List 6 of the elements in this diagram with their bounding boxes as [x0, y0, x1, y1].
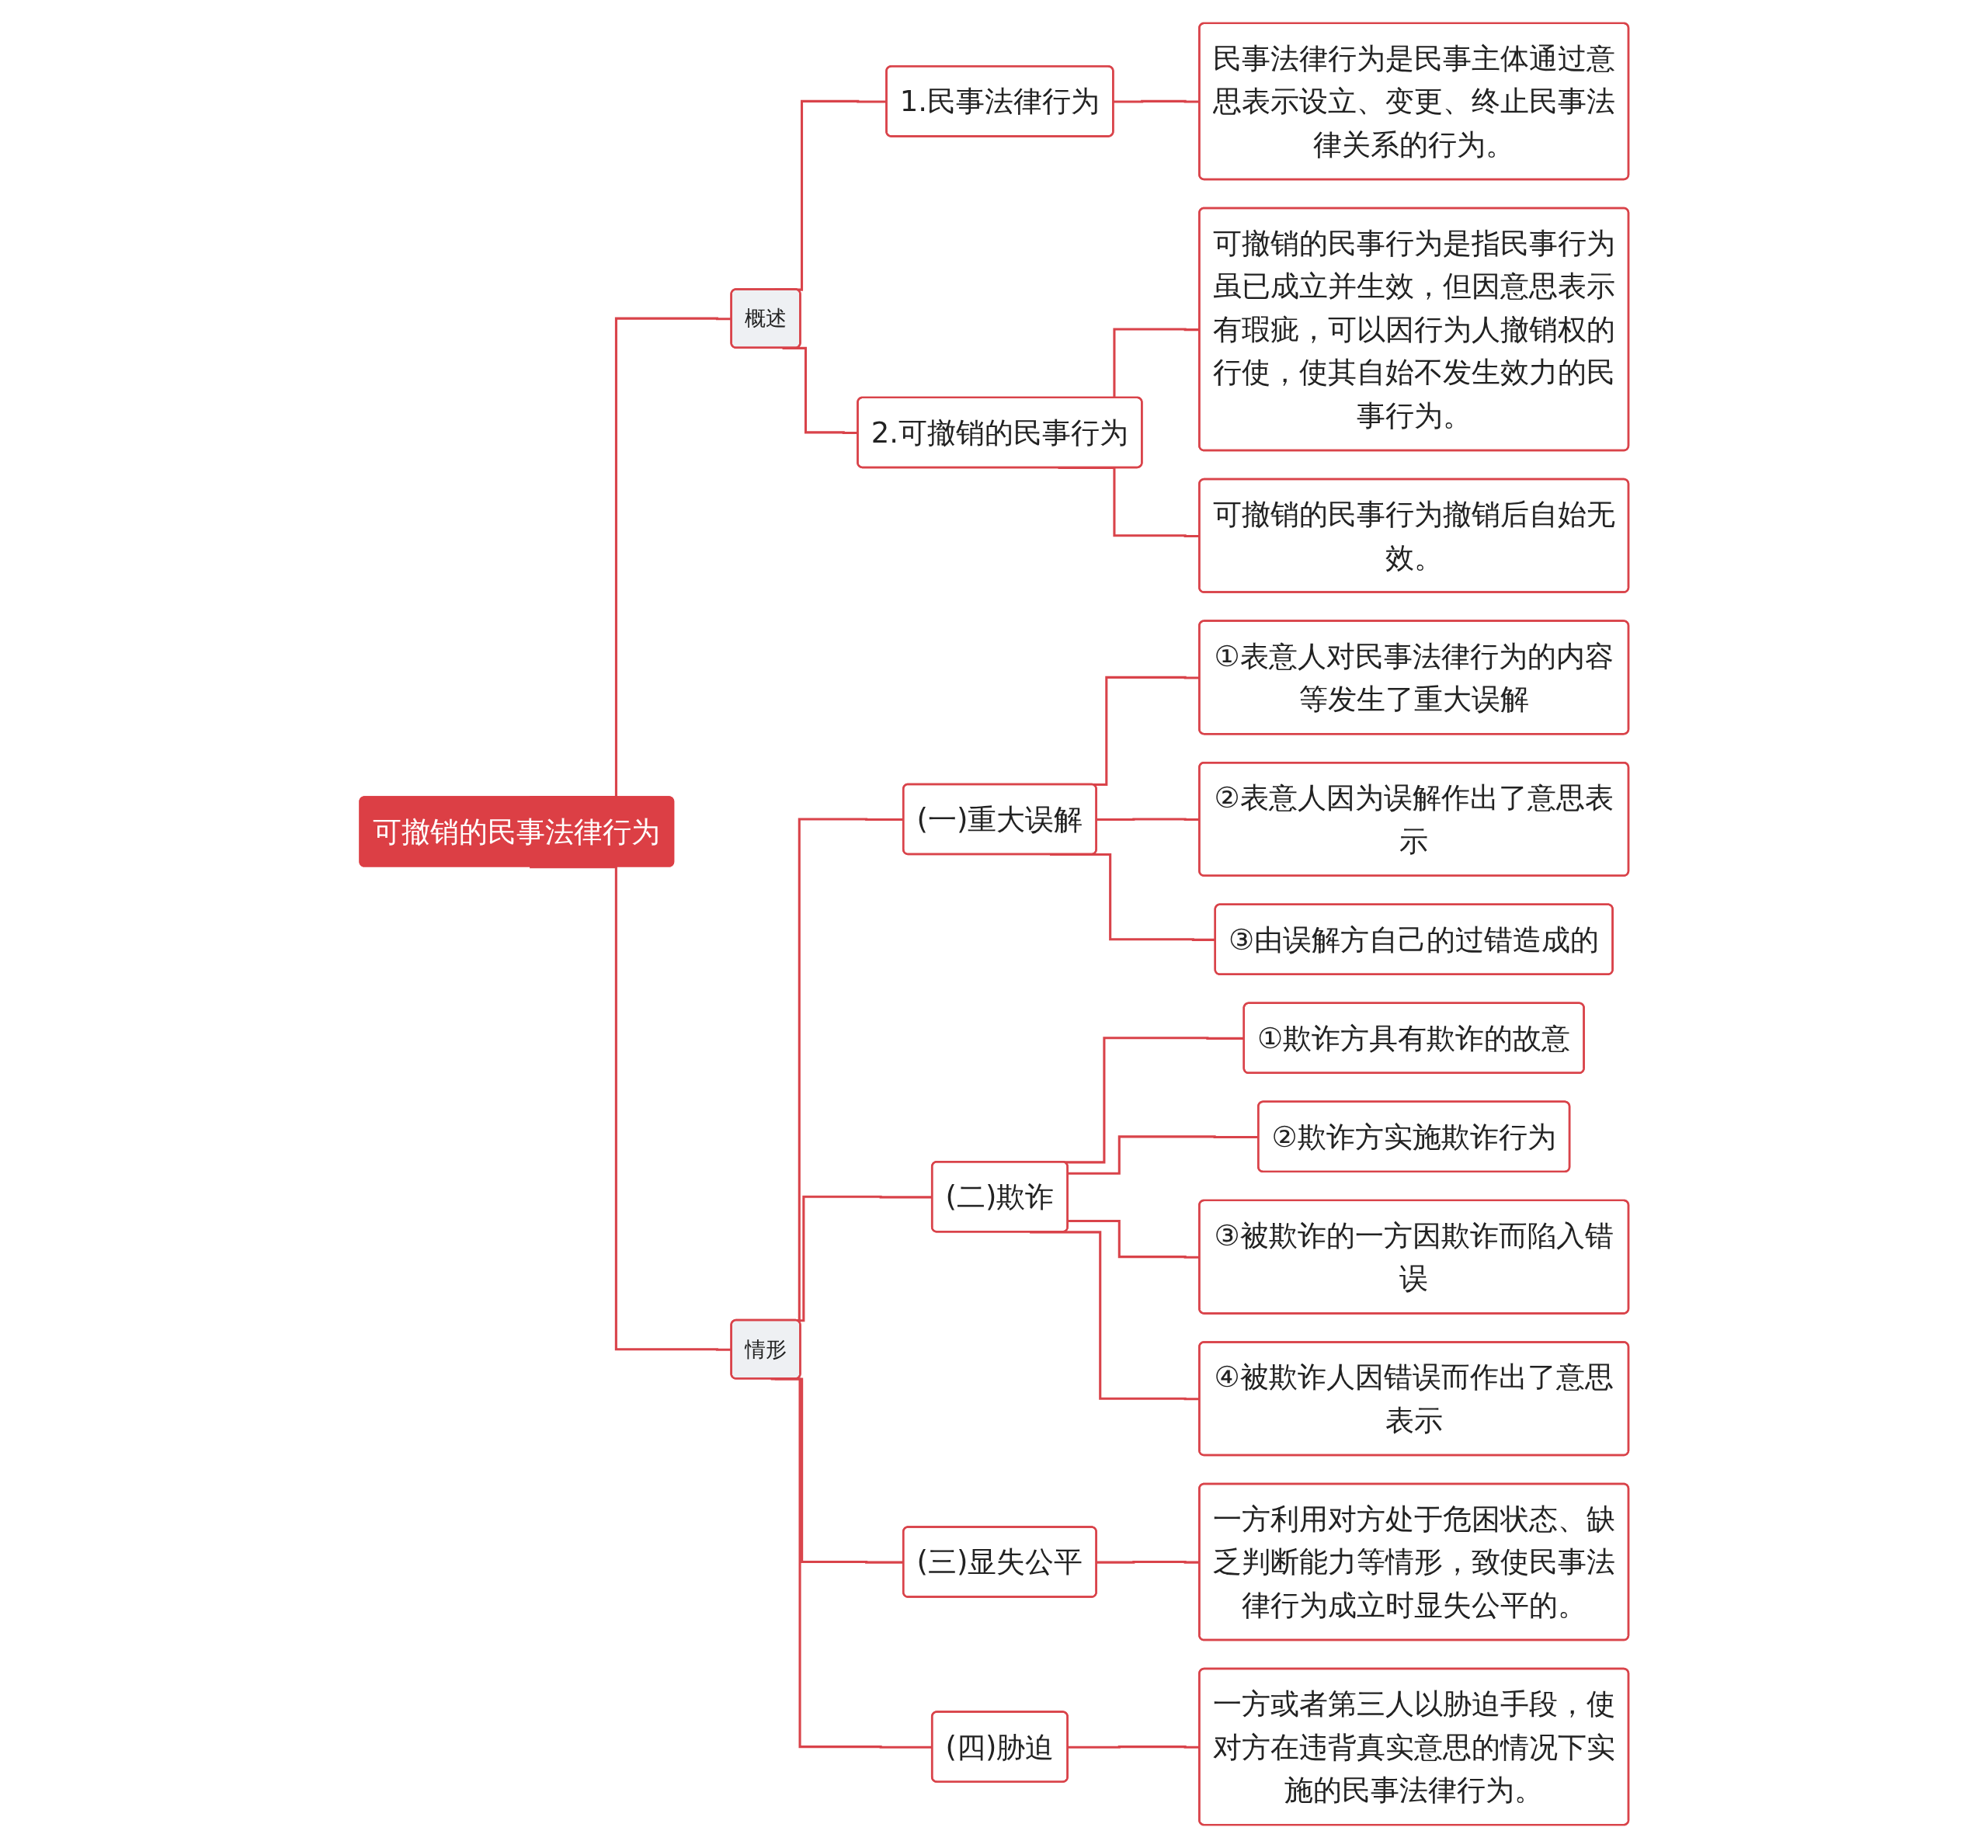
connector — [1068, 1220, 1200, 1259]
connector — [1113, 99, 1200, 103]
connector — [1068, 1746, 1200, 1749]
connector — [1068, 1135, 1259, 1175]
connector — [1097, 818, 1200, 822]
connector — [1097, 1561, 1200, 1564]
